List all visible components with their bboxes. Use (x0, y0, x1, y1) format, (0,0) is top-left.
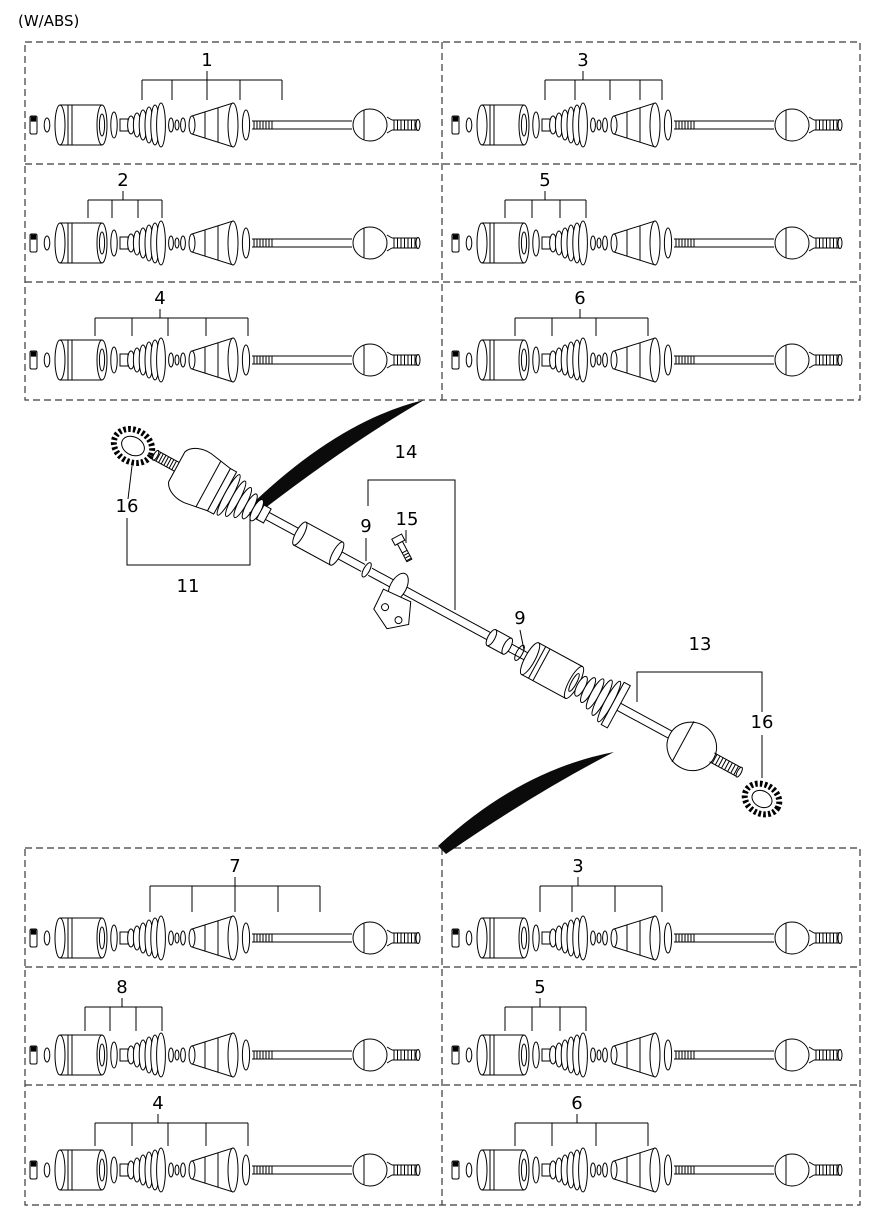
exploded-parts-row (451, 220, 843, 266)
parts-cell-8: 8 (29, 977, 421, 1078)
part-number-label: 5 (539, 170, 550, 191)
part-number-label: 3 (572, 856, 583, 877)
exploded-parts-row (451, 915, 843, 961)
callout-9-washer: 9 (514, 608, 525, 629)
part-number-label: 8 (116, 977, 127, 998)
parts-cell-6: 6 (451, 288, 843, 383)
callout-16-right: 16 (751, 712, 774, 733)
bolt (391, 533, 413, 563)
top-parts-grid (24, 41, 861, 401)
parts-cell-7: 7 (29, 856, 421, 961)
exploded-parts-row (451, 337, 843, 383)
outer-cv-joint-right (666, 721, 718, 772)
snap-ring (361, 562, 372, 578)
parts-cell-4b: 4 (29, 1093, 421, 1193)
exploded-parts-row (29, 915, 421, 961)
exploded-parts-row (29, 1147, 421, 1193)
bottom-parts-grid (24, 847, 861, 1206)
exploded-parts-row (29, 1032, 421, 1078)
parts-cell-2: 2 (29, 170, 421, 266)
callout-16-left: 16 (116, 496, 139, 517)
parts-cell-5b: 5 (451, 977, 843, 1078)
callout-11: 11 (177, 576, 200, 597)
part-number-label: 4 (154, 288, 165, 309)
part-number-label: 6 (574, 288, 585, 309)
diagram-title: (W/ABS) (18, 12, 79, 30)
part-number-label: 5 (534, 977, 545, 998)
flow-swoosh-top (252, 400, 424, 512)
part-number-label: 7 (229, 856, 240, 877)
part-number-label: 4 (152, 1093, 163, 1114)
assembly-callouts: 16 11 14 9 15 9 13 16 (116, 442, 774, 778)
exploded-parts-row (29, 102, 421, 148)
flow-swoosh-bottom (438, 752, 614, 854)
callout-13: 13 (689, 634, 712, 655)
part-number-label: 1 (201, 50, 212, 71)
exploded-parts-row (451, 1147, 843, 1193)
part-number-label: 6 (571, 1093, 582, 1114)
parts-cell-5: 5 (451, 170, 843, 266)
callout-15: 15 (396, 509, 419, 530)
callout-9-snap-ring: 9 (360, 516, 371, 537)
exploded-parts-row (29, 337, 421, 383)
abs-tone-ring-left (110, 426, 156, 466)
parts-cell-3b: 3 (451, 856, 843, 961)
exploded-parts-row (29, 220, 421, 266)
parts-cell-1: 1 (29, 50, 421, 148)
parts-cell-3: 3 (451, 50, 843, 148)
driveshaft-assembly-section: 16 11 14 9 15 9 13 16 (110, 400, 783, 854)
assembled-driveshaft (152, 447, 743, 778)
support-bracket (373, 588, 412, 630)
exploded-parts-row (451, 102, 843, 148)
boot-clamp-right (600, 681, 631, 729)
parts-cell-4: 4 (29, 288, 421, 383)
part-number-label: 2 (117, 170, 128, 191)
parts-cell-6b: 6 (451, 1093, 843, 1193)
callout-14: 14 (395, 442, 418, 463)
abs-tone-ring-right (741, 780, 783, 818)
exploded-parts-row (451, 1032, 843, 1078)
part-number-label: 3 (577, 50, 588, 71)
